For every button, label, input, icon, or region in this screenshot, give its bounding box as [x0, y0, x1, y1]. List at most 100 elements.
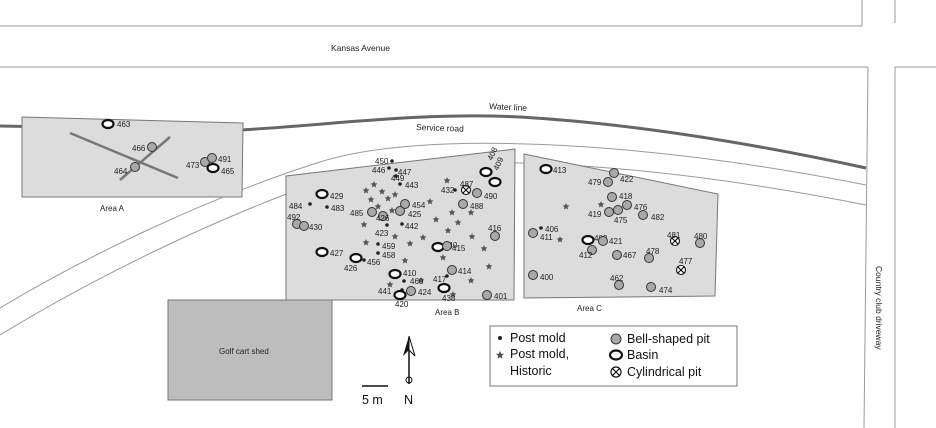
historic-post-mold: [360, 221, 368, 228]
legend-post-mold: Post mold: [510, 331, 566, 345]
feature-491-bell: 491: [207, 153, 232, 164]
feature-443-post: 443: [398, 181, 419, 190]
feature-label: 411: [540, 233, 553, 242]
feature-425-bell: 425: [395, 206, 422, 219]
feature-label: 413: [553, 166, 567, 175]
historic-post-mold: [439, 254, 447, 261]
historic-post-mold: [467, 209, 475, 216]
historic-post-mold: [449, 291, 457, 298]
feature-463-basin: 463: [101, 118, 131, 130]
historic-post-mold: [597, 201, 605, 208]
feature-label: 401: [494, 292, 508, 301]
historic-post-mold: [417, 277, 425, 284]
feature-480-bell: 480: [694, 232, 708, 248]
historic-post-mold: [480, 245, 488, 252]
feature-label: 463: [117, 120, 131, 129]
feature-420-basin: 420: [393, 289, 409, 309]
feature-label: 441: [378, 287, 392, 296]
feature-465-basin: 465: [206, 162, 235, 176]
feature-label: 459: [382, 242, 396, 251]
feature-487-cyl: 487: [460, 180, 474, 196]
feature-label: 491: [218, 155, 232, 164]
feature-449-post: 449: [391, 174, 405, 183]
feature-424-bell: 424: [406, 286, 432, 297]
feature-423-post: 423: [375, 223, 389, 238]
water-line-label: Water line: [489, 101, 528, 113]
legend-bell: Bell-shaped pit: [627, 332, 710, 346]
feature-474-bell: 474: [646, 282, 673, 295]
area-c-label: Area C: [577, 304, 602, 313]
feature-426-basin: 426: [344, 252, 363, 273]
area-a-cross-lines: [69, 131, 179, 181]
historic-post-mold: [388, 207, 396, 214]
kansas-avenue-label: Kansas Avenue: [331, 43, 390, 53]
feature-label: 442: [405, 222, 419, 231]
feature-label: 412: [579, 251, 593, 260]
historic-post-molds: [360, 177, 605, 298]
feature-447-post: 447: [394, 168, 412, 177]
feature-466-bell: 466: [132, 142, 157, 153]
feature-label: 458: [382, 251, 396, 260]
feature-label: 460: [410, 277, 424, 286]
feature-label: 447: [398, 168, 412, 177]
feature-label: 422: [620, 175, 634, 184]
feature-429-basin: 429: [315, 188, 344, 201]
feature-459-post: 459: [376, 242, 396, 251]
feature-454-bell: 454: [400, 199, 426, 210]
feature-410-basin: 410: [388, 268, 417, 280]
historic-post-mold: [426, 198, 434, 205]
feature-label: 421: [609, 237, 623, 246]
feature-411-bell: 411: [528, 228, 553, 242]
feature-label: 473: [186, 161, 200, 170]
feature-label: 446: [372, 166, 386, 175]
feature-418-bell: 418: [607, 192, 633, 202]
feature-400-bell: 400: [528, 270, 554, 282]
feature-label: 484: [289, 202, 303, 211]
feature-430-bell: 430: [299, 221, 323, 232]
feature-label: 449: [391, 174, 405, 183]
feature-label: 416: [488, 224, 502, 233]
feature-label: 426: [376, 214, 390, 223]
feature-label: 406: [545, 225, 559, 234]
feature-label: 485: [350, 209, 364, 218]
historic-post-mold: [362, 239, 370, 246]
feature-label: 454: [412, 201, 426, 210]
feature-427-basin: 427: [315, 246, 344, 258]
feature-label: 488: [470, 202, 484, 211]
feature-462-bell: 462: [610, 274, 624, 290]
feature-484-post: 484: [289, 202, 312, 211]
historic-post-mold: [386, 281, 394, 288]
historic-post-mold: [485, 263, 493, 270]
feature-label: 426: [344, 264, 358, 273]
feature-490-bell: 490: [472, 188, 498, 201]
historic-post-mold: [432, 216, 440, 223]
feature-479-bell: 479: [588, 177, 613, 187]
historic-post-mold: [406, 240, 414, 247]
historic-post-mold: [556, 236, 564, 243]
feature-label: 481: [667, 231, 681, 240]
feature-475-bell: 475: [613, 205, 628, 225]
historic-post-mold: [419, 234, 427, 241]
feature-label: 456: [367, 258, 381, 267]
feature-422-bell: 422: [609, 168, 634, 184]
feature-label: 414: [458, 267, 472, 276]
feature-label: 465: [221, 167, 235, 176]
feature-label: 482: [651, 213, 665, 222]
feature-482-bell: 482: [638, 210, 665, 222]
historic-post-mold: [391, 233, 399, 240]
historic-post-mold: [562, 203, 570, 210]
legend-historic-symbol: [496, 351, 504, 359]
feature-414-bell: 414: [447, 265, 472, 276]
scale-label: 5 m: [362, 393, 383, 407]
legend-bell-symbol: [610, 333, 622, 345]
legend-cylindrical-symbol: [610, 366, 622, 378]
historic-post-mold: [443, 177, 451, 184]
legend-cylindrical: Cylindrical pit: [627, 365, 702, 379]
feature-label: 492: [287, 213, 301, 222]
historic-post-mold: [448, 209, 456, 216]
feature-label: 425: [408, 210, 422, 219]
legend-post-mold-symbol: [498, 336, 502, 340]
feature-460-post: 460: [402, 277, 424, 286]
